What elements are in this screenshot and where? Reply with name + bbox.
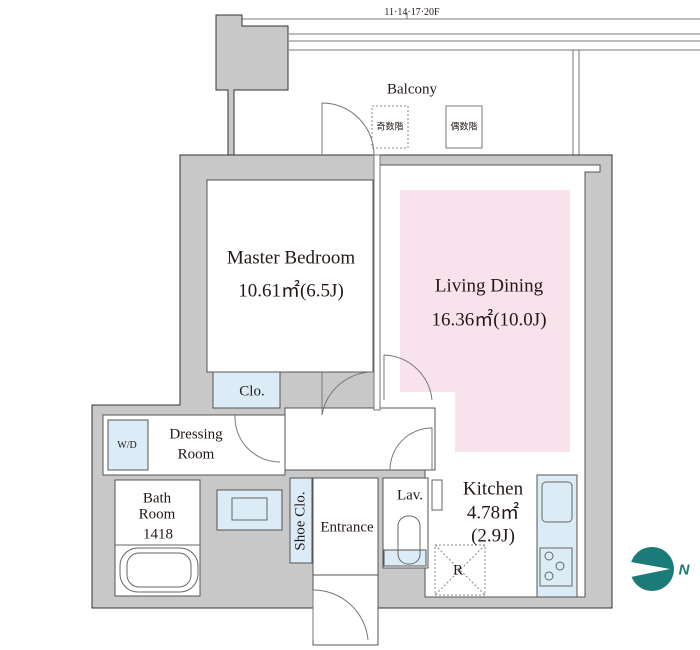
kitchen-area-label: 4.78㎡	[466, 502, 520, 524]
entrance-porch	[312, 574, 379, 646]
bath-room-label-2: Room	[138, 506, 176, 523]
master-bedroom-label: Master Bedroom	[226, 247, 356, 269]
washer-label: W/D	[117, 440, 137, 451]
bath-room-area	[114, 479, 201, 597]
bath-size-label: 1418	[143, 526, 173, 543]
hall-area	[284, 407, 436, 471]
floor-numbers: 11·14·17·20F	[384, 7, 440, 18]
shoe-closet-label: Shoe Clo.	[292, 491, 309, 551]
kitchen-counter	[536, 474, 578, 598]
odd-floor-label: 奇数階	[376, 121, 404, 132]
living-dining-label: Living Dining	[434, 275, 544, 297]
entrance-area	[312, 477, 379, 576]
master-bedroom-area-label: 10.61㎡(6.5J)	[238, 280, 344, 302]
living-dining-floor	[400, 190, 570, 452]
bath-room-label-1: Bath	[142, 490, 172, 507]
balcony-label: Balcony	[387, 81, 437, 98]
stove-icon	[539, 547, 573, 587]
living-dining-area-label: 16.36㎡(10.0J)	[431, 309, 547, 331]
bathtub-icon	[119, 547, 199, 593]
north-label: N	[678, 561, 690, 579]
even-floor-label: 偶数階	[450, 121, 478, 132]
refrigerator-space	[434, 544, 486, 596]
washer-space	[107, 419, 149, 471]
shoe-closet	[289, 477, 313, 564]
pillar	[215, 14, 289, 156]
doors	[234, 102, 433, 641]
vanity-counter	[216, 489, 283, 531]
entrance-label: Entrance	[320, 519, 374, 536]
refrigerator-label: R	[452, 562, 464, 579]
toilet-icon	[397, 515, 421, 565]
sink-icon	[541, 481, 573, 523]
dressing-room-label-1: Dressing	[169, 426, 223, 443]
closet	[212, 371, 281, 409]
balcony-railing	[242, 13, 700, 155]
kitchen-jo-label: (2.9J)	[471, 525, 515, 547]
closet-label: Clo.	[239, 383, 265, 400]
master-bedroom-area	[206, 179, 374, 373]
lavatory-label: Lav.	[396, 487, 424, 504]
dressing-room-label-2: Room	[177, 446, 215, 463]
kitchen-label: Kitchen	[462, 478, 524, 500]
